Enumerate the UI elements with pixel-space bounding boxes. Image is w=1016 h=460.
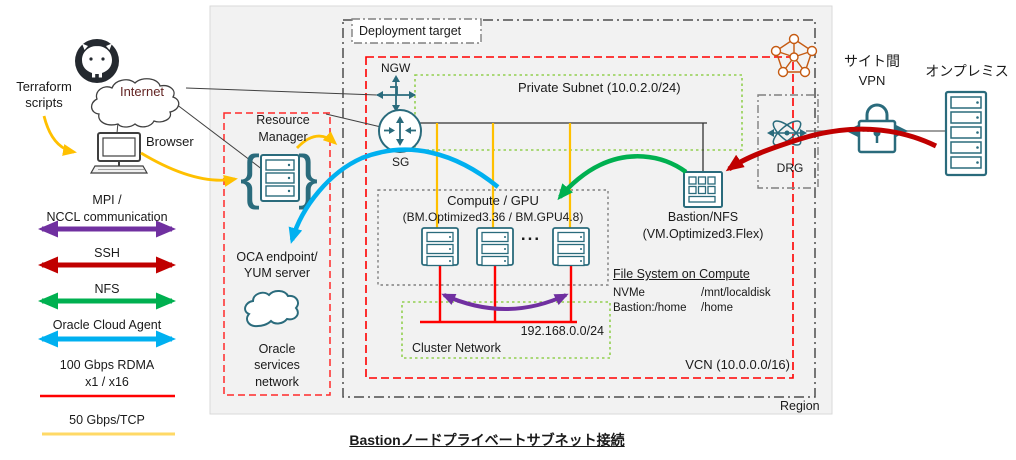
legend-label-ssh: SSH <box>94 246 120 260</box>
fs-mount: /mnt/localdisk <box>701 287 771 299</box>
compute-ellipsis: ... <box>520 225 542 244</box>
internet-label: Internet <box>119 84 165 99</box>
github-icon <box>75 39 119 83</box>
private-subnet-label: Private Subnet (10.0.2.0/24) <box>518 80 681 95</box>
region-label: Region <box>780 399 820 413</box>
svg-text:{: { <box>240 143 260 210</box>
oracle-services-boundary <box>223 112 331 396</box>
resource-manager-to-sg-line <box>325 113 382 128</box>
svg-text:}: } <box>298 143 318 210</box>
osn-label-line2: services <box>254 358 300 372</box>
browser-label: Browser <box>146 134 194 149</box>
region-boundary <box>342 19 816 398</box>
vcn-boundary <box>365 56 794 379</box>
legend-glyphs <box>38 220 176 436</box>
legend-label-rdma-line2: x1 / x16 <box>85 375 129 389</box>
internet-cloud-icon <box>90 78 180 128</box>
site-vpn-label-line1: サイト間 <box>844 53 900 69</box>
filesystem-row: Bastion:/home /home <box>613 301 733 315</box>
vcn-label: VCN (10.0.0.0/16) <box>685 357 790 372</box>
compute-group-boundary <box>377 189 609 286</box>
oca-endpoint-label-line2: YUM server <box>244 266 310 280</box>
onprem-rack-icon <box>944 90 988 177</box>
legend-label-nfs: NFS <box>94 282 120 296</box>
terraform-label-line1: Terraform <box>16 79 72 94</box>
private-subnet-boundary <box>414 74 743 151</box>
fs-mount: /home <box>701 302 733 314</box>
compute-node-icons <box>421 227 590 267</box>
ngw-label: NGW <box>381 61 411 75</box>
mpi-arrow <box>441 293 569 311</box>
vcn-mesh-icon <box>770 33 818 78</box>
fs-device: NVMe <box>613 287 645 299</box>
cloud-panel <box>209 5 833 415</box>
bastion-shape: (VM.Optimized3.Flex) <box>642 227 764 241</box>
oca-endpoint-label-line1: OCA endpoint/ <box>236 250 318 264</box>
diagram-caption: Bastionノードプライベートサブネット接続 <box>349 432 625 448</box>
cluster-ip-label: 192.168.0.0/24 <box>520 324 604 338</box>
osn-label-line1: Oracle <box>258 342 296 356</box>
filesystem-row: NVMe /mnt/localdisk <box>613 286 771 300</box>
site-vpn-label-line2: VPN <box>858 73 886 88</box>
compute-title: Compute / GPU <box>447 193 539 208</box>
browser-computer-icon <box>89 132 149 174</box>
legend-label-mpi-line2: NCCL communication <box>46 210 168 224</box>
onpremises-label: オンプレミス <box>925 63 1009 79</box>
legend-label-rdma-line1: 100 Gbps RDMA <box>59 358 155 372</box>
compute-shapes: (BM.Optimized3.36 / BM.GPU4.8) <box>402 210 584 224</box>
resource-manager-label-line1: Resource <box>256 113 310 127</box>
drg-label: DRG <box>776 161 804 175</box>
filesystem-title: File System on Compute <box>613 267 750 281</box>
deployment-target-label: Deployment target <box>359 24 462 38</box>
deployment-target-box <box>351 18 482 44</box>
legend-label-tcp: 50 Gbps/TCP <box>69 413 145 427</box>
terraform-flow-arrows <box>42 115 338 187</box>
osn-label-line3: network <box>255 375 299 389</box>
terraform-label-line2: scripts <box>25 95 63 110</box>
fs-device: Bastion:/home <box>613 302 687 314</box>
ngw-icon <box>376 75 416 112</box>
legend-label-mpi-line1: MPI / <box>92 193 122 207</box>
resource-manager-icon: { } <box>240 143 318 210</box>
nfs-arrow <box>557 154 688 201</box>
internet-to-ngw-line <box>185 87 378 96</box>
internet-to-resource-manager-line <box>175 103 264 171</box>
oracle-services-cloud-icon <box>244 290 299 328</box>
rdma-links <box>420 265 577 324</box>
sg-label: SG <box>392 155 410 169</box>
drg-box <box>757 94 819 189</box>
tcp-links <box>435 123 572 228</box>
bastion-title: Bastion/NFS <box>667 210 739 224</box>
oca-agent-arrow <box>288 147 500 244</box>
legend-label-oca: Oracle Cloud Agent <box>52 318 162 332</box>
thin-connectors <box>116 87 382 171</box>
sg-icon <box>378 109 422 153</box>
ssh-arrow <box>725 126 938 172</box>
bastion-icon <box>683 171 723 208</box>
cluster-network-label: Cluster Network <box>412 341 501 355</box>
resource-manager-label-line2: Manager <box>258 130 308 144</box>
drg-icon <box>767 120 807 146</box>
